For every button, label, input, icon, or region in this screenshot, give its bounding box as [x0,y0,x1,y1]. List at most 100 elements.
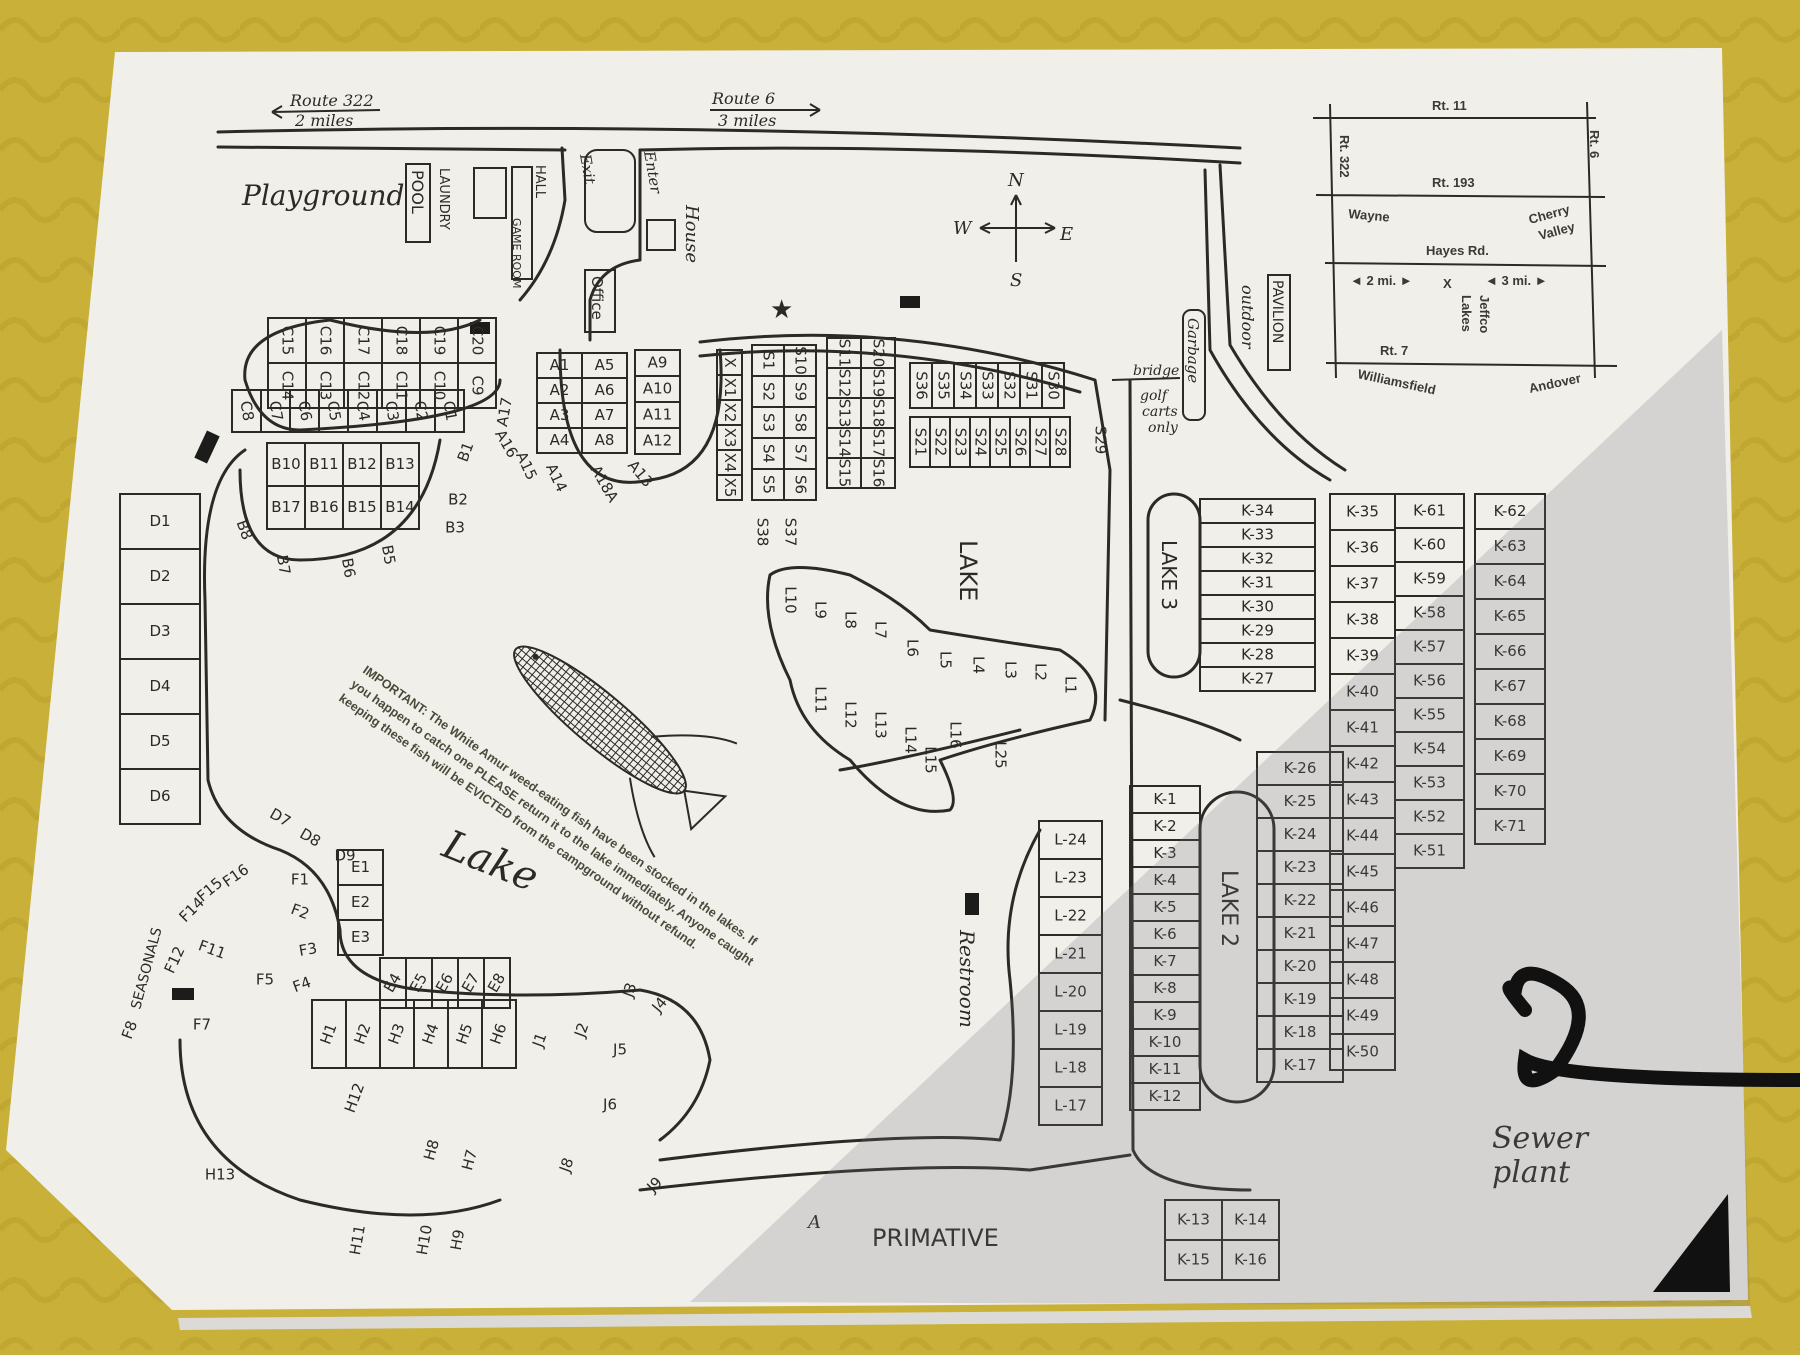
campsite-x2: X2 [721,403,739,423]
campsite-l4: L4 [970,656,988,674]
campsite-k49: K-49 [1346,1007,1379,1025]
campsite-b11: B11 [309,455,338,473]
campsite-k6: K-6 [1153,925,1176,943]
campsite-k18: K-18 [1284,1023,1317,1041]
campsite-s31: S31 [1023,371,1041,400]
campsite-s32: S32 [1001,371,1019,400]
campsite-b3: B3 [445,519,465,537]
campsite-k21: K-21 [1284,924,1317,942]
campsite-k28: K-28 [1241,646,1274,664]
hall-building [511,166,533,280]
campsite-k68: K-68 [1494,712,1527,730]
l-section-island [766,566,1098,813]
svg-text:Hayes Rd.: Hayes Rd. [1426,243,1489,258]
campsite-k46: K-46 [1346,899,1379,917]
campsite-c3: C3 [381,399,402,422]
campsite-s16: S16 [870,459,888,488]
campsite-plot [1199,666,1316,692]
campsite-l9: L9 [812,601,830,619]
restroom-marker-icon [172,988,194,1000]
campsite-l11: L11 [812,686,830,713]
campsite-a5: A5 [595,356,615,374]
campsite-k30: K-30 [1241,598,1274,616]
campsite-s36: S36 [913,371,931,400]
campsite-f7: F7 [193,1016,211,1034]
campsite-l2: L2 [1032,663,1050,681]
campsite-e1: E1 [351,858,370,876]
campsite-a12: A12 [643,432,672,450]
campsite-plot [1038,1086,1103,1126]
campsite-k39: K-39 [1346,647,1379,665]
svg-text:S: S [1010,270,1022,291]
campsite-a4: A4 [550,431,570,449]
campsite-s8: S8 [792,413,810,432]
campsite-k41: K-41 [1346,719,1379,737]
campsite-s1: S1 [760,351,778,370]
campsite-c16: C16 [317,326,335,356]
house-building [646,219,676,251]
pavilion-building [1267,274,1291,371]
campsite-k55: K-55 [1413,706,1446,724]
campsite-d3: D3 [149,622,170,640]
campsite-plot [634,427,681,455]
campsite-h13: H13 [205,1166,235,1184]
campsite-c10: C10 [431,371,449,401]
svg-text:W: W [953,218,973,239]
campsite-c1: C1 [439,399,460,422]
campsite-k29: K-29 [1241,622,1274,640]
campsite-k44: K-44 [1346,827,1379,845]
campsite-k45: K-45 [1346,863,1379,881]
campsite-k58: K-58 [1413,604,1446,622]
campsite-x3: X3 [721,428,739,448]
campsite-plot [860,457,896,489]
paper-stack-edge [178,1306,1752,1330]
svg-text:3 miles: 3 miles [718,111,776,130]
campsite-l18: L-18 [1054,1059,1087,1077]
laundry-building [473,167,507,219]
svg-text:Rt. 193: Rt. 193 [1432,175,1475,190]
campsite-k66: K-66 [1494,642,1527,660]
garbage-area [1182,309,1206,421]
campsite-j1: J1 [528,1030,550,1050]
campsite-s33: S33 [979,371,997,400]
pavilion-outdoor-label: outdoor [1238,285,1257,350]
campsite-s35: S35 [935,371,953,400]
campsite-s13: S13 [836,399,854,428]
campsite-c11: C11 [393,371,411,401]
campsite-k50: K-50 [1346,1043,1379,1061]
campsite-b6: B6 [338,557,359,580]
campsite-plot [1221,1239,1280,1281]
campsite-l20: L-20 [1054,983,1087,1001]
campsite-k32: K-32 [1241,550,1274,568]
campsite-plot [119,768,201,825]
campsite-s37: S37 [782,518,800,547]
campsite-e3: E3 [351,928,370,946]
campsite-a3: A3 [550,406,570,424]
campsite-l23: L-23 [1054,869,1087,887]
campsite-k33: K-33 [1241,526,1274,544]
black-object-corner [1653,1194,1730,1292]
campsite-a9: A9 [648,354,668,372]
campsite-k60: K-60 [1413,536,1446,554]
campsite-s34: S34 [957,371,975,400]
campsite-b8: B8 [233,517,257,542]
campsite-s38: S38 [754,518,772,547]
svg-text:Route 6: Route 6 [711,89,775,108]
campsite-f3: F3 [297,939,318,960]
house-label: House [681,204,702,263]
campsite-s29: S29 [1092,426,1110,455]
campsite-b2: B2 [448,491,468,509]
svg-text:Rt. 322: Rt. 322 [1337,135,1352,178]
campsite-k5: K-5 [1153,898,1176,916]
campsite-h9: H9 [447,1228,468,1252]
campsite-j2: J2 [570,1020,592,1040]
main-road [216,126,1242,165]
campsite-s25: S25 [992,428,1010,457]
campsite-l16: L16 [947,721,965,748]
campsite-a6: A6 [595,381,615,399]
campsite-plot [1256,1048,1344,1083]
svg-text:Rt. 11: Rt. 11 [1432,98,1467,113]
entrance-island [584,149,636,233]
campsite-b5: B5 [378,544,399,567]
